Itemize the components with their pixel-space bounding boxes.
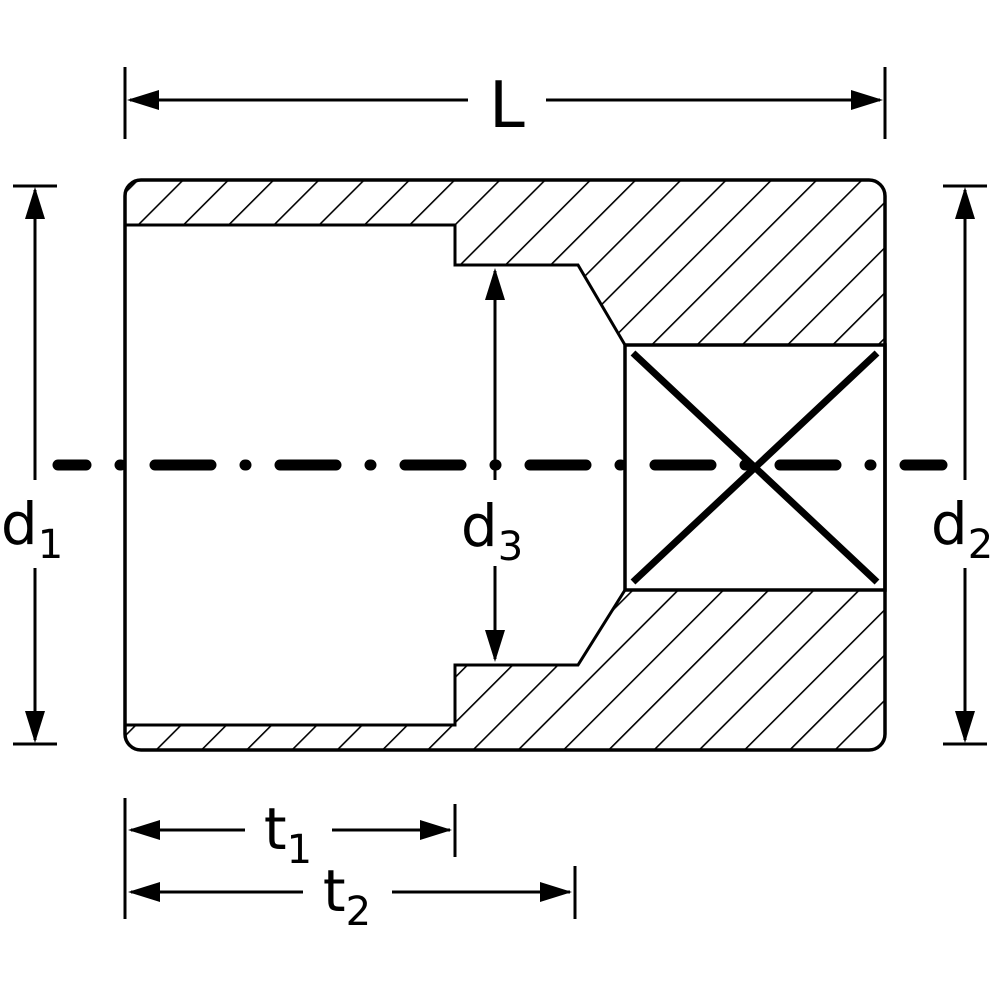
- label-d1: d1: [1, 490, 63, 568]
- label-t1: t1: [264, 795, 312, 873]
- label-t2: t2: [323, 857, 371, 935]
- arrowhead-left-icon: [128, 882, 160, 902]
- hatched-wall-top: [125, 180, 885, 347]
- dimension-d1: d1: [1, 184, 63, 746]
- arrowhead-left-icon: [128, 820, 160, 840]
- socket-body: [123, 178, 887, 752]
- arrowhead-down-icon: [25, 711, 45, 743]
- label-d2: d2: [931, 490, 993, 568]
- arrowhead-right-icon: [851, 90, 883, 110]
- arrowhead-up-icon: [25, 187, 45, 219]
- arrowhead-right-icon: [540, 882, 572, 902]
- dimension-t2: t2: [128, 857, 577, 935]
- label-d3: d3: [461, 492, 523, 570]
- dimension-d3: d3: [461, 268, 523, 662]
- hatched-wall-bottom: [125, 588, 885, 750]
- arrowhead-down-icon: [485, 630, 505, 662]
- dimension-length: L: [123, 67, 887, 143]
- label-length: L: [489, 69, 525, 143]
- arrowhead-up-icon: [955, 187, 975, 219]
- arrowhead-down-icon: [955, 711, 975, 743]
- arrowhead-up-icon: [485, 268, 505, 300]
- arrowhead-left-icon: [127, 90, 159, 110]
- dimension-d2: d2: [931, 184, 993, 746]
- square-drive-cross-line-2: [630, 350, 880, 585]
- arrowhead-right-icon: [420, 820, 452, 840]
- dimension-t1: t1: [123, 795, 457, 919]
